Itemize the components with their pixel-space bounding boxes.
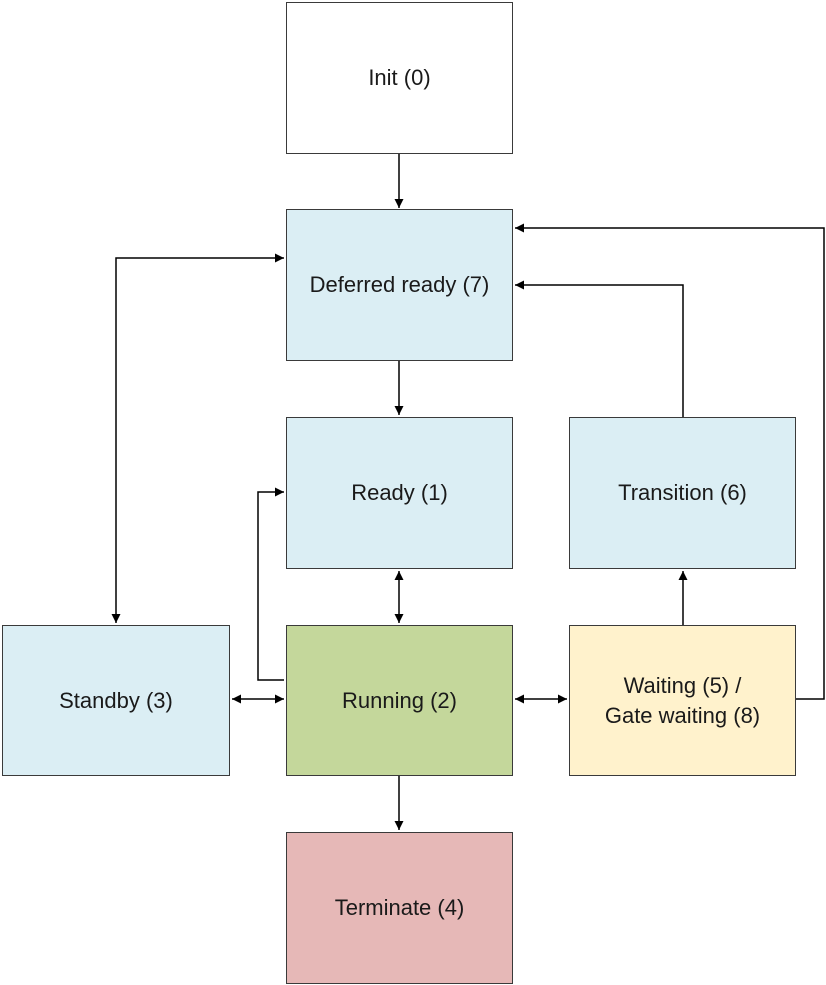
state-waiting-label: Waiting (5) / Gate waiting (8) xyxy=(605,671,760,731)
state-deferred-ready: Deferred ready (7) xyxy=(286,209,513,361)
state-init-label: Init (0) xyxy=(368,65,431,90)
edge-deferred-ready-standby xyxy=(111,253,284,623)
state-waiting: Waiting (5) / Gate waiting (8) xyxy=(569,625,796,776)
state-running: Running (2) xyxy=(286,625,513,776)
edge-running-to-ready xyxy=(257,487,284,681)
state-transition: Transition (6) xyxy=(569,417,796,569)
state-deferred-ready-label: Deferred ready (7) xyxy=(309,272,490,297)
state-waiting-label-line2: Gate waiting (8) xyxy=(604,702,761,728)
state-terminate: Terminate (4) xyxy=(286,832,513,984)
state-running-label: Running (2) xyxy=(342,687,457,713)
edge-transition-to-deferred-ready xyxy=(515,280,684,417)
state-standby: Standby (3) xyxy=(2,625,230,776)
state-standby-label: Standby (3) xyxy=(59,687,173,713)
edge-waiting-to-deferred-ready xyxy=(515,223,825,700)
state-waiting-label-line1: Waiting (5) / xyxy=(623,672,742,698)
state-ready-label: Ready (1) xyxy=(351,480,448,505)
state-terminate-label: Terminate (4) xyxy=(334,895,465,920)
state-init: Init (0) xyxy=(286,2,513,154)
state-transition-label: Transition (6) xyxy=(618,480,747,505)
state-ready: Ready (1) xyxy=(286,417,513,569)
